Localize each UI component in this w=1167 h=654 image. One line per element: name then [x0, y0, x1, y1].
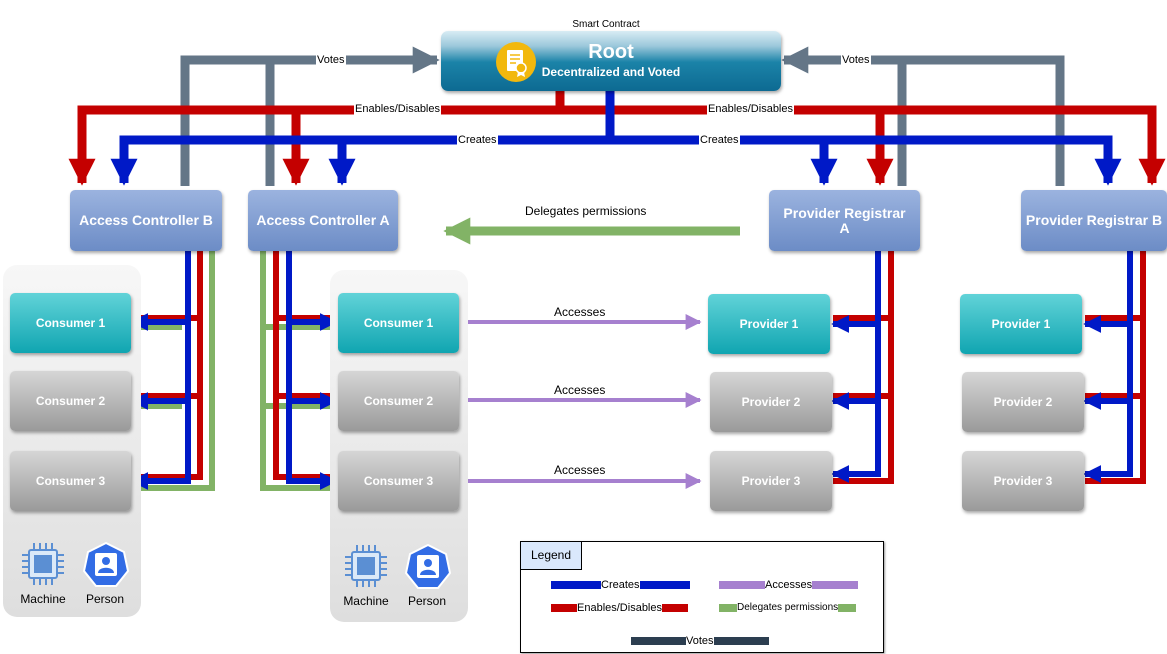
legend-delegates-label: Delegates permissions	[737, 602, 839, 613]
access-controller-a-node[interactable]: Access Controller A	[248, 190, 398, 251]
accesses-label-1: Accesses	[554, 305, 606, 319]
provider-a-edges	[831, 250, 894, 484]
legend: Legend Creates Accesses Enables/Disables…	[520, 541, 884, 653]
legend-votes: Votes	[631, 635, 769, 647]
root-contract-node[interactable]: Root Decentralized and Voted	[441, 31, 781, 91]
legend-votes-label: Votes	[686, 635, 714, 647]
creates-label-right: Creates	[699, 134, 740, 147]
consumer-b-2-node[interactable]: Consumer 2	[10, 371, 131, 431]
root-top-label: Smart Contract	[572, 19, 640, 30]
accesses-edges	[460, 314, 702, 489]
legend-creates-label: Creates	[601, 579, 640, 591]
votes-label-left: Votes	[316, 54, 346, 67]
person-icon	[82, 541, 130, 587]
person-caption-a: Person	[407, 594, 447, 608]
provider-b-1-node[interactable]: Provider 1	[960, 294, 1082, 354]
consumer-b-3-node[interactable]: Consumer 3	[10, 451, 131, 511]
access-b-edges	[130, 250, 215, 491]
legend-accesses-label: Accesses	[765, 579, 813, 591]
provider-b-edges	[1083, 250, 1146, 484]
person-caption-b: Person	[85, 592, 125, 606]
legend-creates: Creates	[551, 579, 690, 591]
accesses-label-3: Accesses	[554, 463, 606, 477]
consumer-a-2-node[interactable]: Consumer 2	[338, 371, 459, 431]
legend-accesses: Accesses	[719, 579, 859, 591]
enables-label-left: Enables/Disables	[354, 103, 441, 116]
provider-b-2-node[interactable]: Provider 2	[962, 372, 1084, 432]
access-a-edges	[260, 250, 338, 491]
legend-enables-label: Enables/Disables	[577, 602, 662, 614]
machine-caption-b: Machine	[20, 592, 66, 606]
votes-label-right: Votes	[841, 54, 871, 67]
provider-a-1-node[interactable]: Provider 1	[708, 294, 830, 354]
creates-edges	[110, 90, 1122, 186]
provider-registrar-b-node[interactable]: Provider Registrar B	[1021, 190, 1167, 251]
enables-label-right: Enables/Disables	[707, 103, 794, 116]
access-controller-b-node[interactable]: Access Controller B	[70, 190, 222, 251]
legend-enables: Enables/Disables	[551, 602, 688, 614]
provider-a-2-node[interactable]: Provider 2	[710, 372, 832, 432]
consumer-a-1-node[interactable]: Consumer 1	[338, 293, 459, 353]
consumer-a-3-node[interactable]: Consumer 3	[338, 451, 459, 511]
certificate-icon	[496, 42, 536, 82]
provider-registrar-a-node[interactable]: Provider Registrar A	[769, 190, 920, 251]
machine-icon	[345, 545, 387, 587]
legend-delegates: Delegates permissions	[719, 602, 857, 613]
accesses-label-2: Accesses	[554, 383, 606, 397]
provider-a-3-node[interactable]: Provider 3	[710, 451, 832, 511]
person-icon	[404, 543, 452, 589]
consumer-b-1-node[interactable]: Consumer 1	[10, 293, 131, 353]
creates-label-left: Creates	[457, 134, 498, 147]
provider-b-3-node[interactable]: Provider 3	[962, 451, 1084, 511]
root-title: Root	[588, 41, 634, 63]
machine-caption-a: Machine	[343, 594, 389, 608]
root-subtitle: Decentralized and Voted	[541, 65, 681, 79]
machine-icon	[22, 543, 64, 585]
delegates-label: Delegates permissions	[525, 204, 647, 218]
legend-title: Legend	[521, 542, 582, 570]
